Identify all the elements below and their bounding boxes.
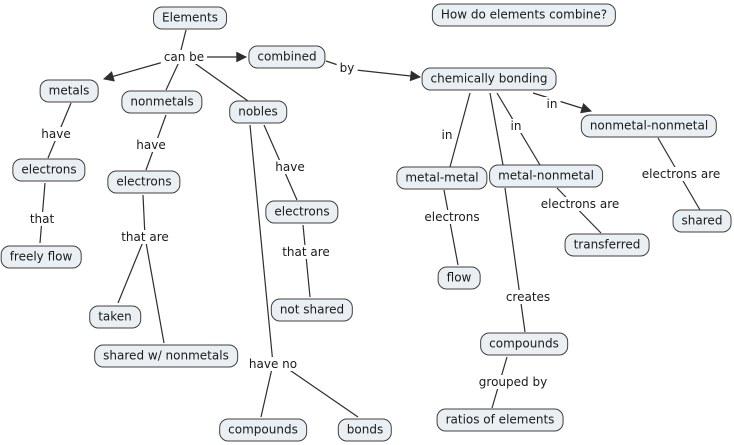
edge-label-creates[interactable]: creates xyxy=(502,290,554,304)
node-shared[interactable]: shared xyxy=(672,209,732,233)
edge-line-metal-metal-to-flow xyxy=(443,189,459,266)
edge-line-that-are-1-to-taken xyxy=(117,236,146,304)
node-bonds[interactable]: bonds xyxy=(337,418,393,442)
edge-line-can-be-to-nonmetals xyxy=(165,61,180,91)
edge-label-in-metal-metal[interactable]: in xyxy=(438,128,456,142)
node-metal-metal[interactable]: metal-metal xyxy=(396,166,488,190)
node-combined[interactable]: combined xyxy=(248,45,326,69)
node-shared-w-nonmetals[interactable]: shared w/ nonmetals xyxy=(94,344,238,368)
edge-label-electrons-are-mn[interactable]: electrons are xyxy=(537,197,623,211)
node-question[interactable]: How do elements combine? xyxy=(431,3,617,27)
edge-label-have-metals[interactable]: have xyxy=(38,127,74,141)
node-chemically-bonding[interactable]: chemically bonding xyxy=(421,67,557,91)
node-electrons-metals[interactable]: electrons xyxy=(12,158,86,182)
edge-label-electrons-mm[interactable]: electrons xyxy=(421,210,483,224)
edge-label-that-are-2[interactable]: that are xyxy=(279,245,333,259)
edge-label-grouped-by[interactable]: grouped by xyxy=(475,375,551,389)
edge-label-have-no[interactable]: have no xyxy=(245,357,301,371)
edge-label-in-metal-nonmetal[interactable]: in xyxy=(507,119,525,133)
node-flow[interactable]: flow xyxy=(437,266,481,290)
edge-line-chemically-bonding-to-metal-nonmetal xyxy=(489,92,504,166)
node-not-shared[interactable]: not shared xyxy=(270,298,354,322)
node-nonmetal-nonmetal[interactable]: nonmetal-nonmetal xyxy=(580,114,718,138)
node-nobles[interactable]: nobles xyxy=(229,100,287,124)
edge-label-that[interactable]: that xyxy=(26,212,58,226)
edge-line-can-be-to-metals xyxy=(102,60,168,82)
node-freely-flow[interactable]: freely flow xyxy=(0,245,82,269)
node-electrons-nobles[interactable]: electrons xyxy=(265,200,339,224)
node-compounds-right[interactable]: compounds xyxy=(480,332,568,356)
node-transferred[interactable]: transferred xyxy=(564,233,650,257)
edge-label-can-be[interactable]: can be xyxy=(160,50,208,64)
node-metal-nonmetal[interactable]: metal-nonmetal xyxy=(489,164,603,188)
node-metals[interactable]: metals xyxy=(39,79,99,103)
edge-line-have-no-to-compounds-left xyxy=(260,363,274,418)
edge-label-by[interactable]: by xyxy=(336,61,358,75)
edge-line-nobles-to-have-no xyxy=(249,124,274,365)
edge-line-electrons-nobles-to-not-shared xyxy=(302,224,311,298)
edge-line-have-no-to-bonds xyxy=(277,361,359,418)
node-nonmetals[interactable]: nonmetals xyxy=(121,90,203,114)
node-compounds-left[interactable]: compounds xyxy=(219,418,307,442)
node-electrons-nonmetals[interactable]: electrons xyxy=(107,170,181,194)
edge-line-can-be-to-nobles xyxy=(192,61,249,102)
edge-line-chemically-bonding-to-metal-metal xyxy=(449,92,471,168)
node-taken[interactable]: taken xyxy=(89,305,141,329)
edge-label-that-are-1[interactable]: that are xyxy=(118,230,172,244)
node-elements[interactable]: Elements xyxy=(153,6,227,30)
edge-line-by-to-chemically-bonding xyxy=(355,69,422,82)
edge-line-chemically-bonding-to-nonmetal-nonmetal xyxy=(532,92,593,114)
edge-label-electrons-are-nn[interactable]: electrons are xyxy=(638,167,724,181)
edge-label-have-nonmetals[interactable]: have xyxy=(133,138,169,152)
edge-label-in-nonmetal-nonmetal[interactable]: in xyxy=(543,97,561,111)
edge-label-have-nobles[interactable]: have xyxy=(272,160,308,174)
node-ratios-of-elements[interactable]: ratios of elements xyxy=(436,408,564,432)
edge-line-metal-nonmetal-to-compounds-right xyxy=(504,187,526,333)
edge-line-that-are-1-to-shared-w-nonmetals xyxy=(144,236,165,344)
